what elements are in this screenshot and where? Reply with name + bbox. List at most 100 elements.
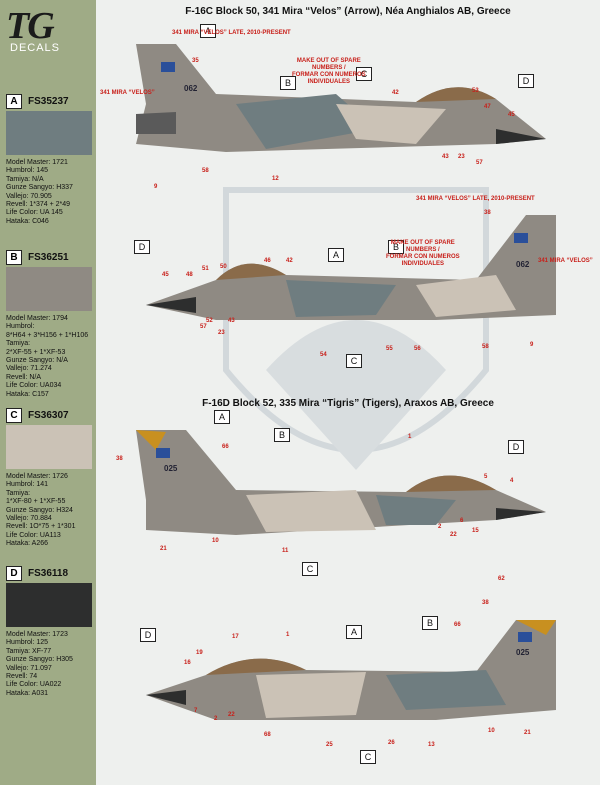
logo-decals-text: DECALS bbox=[10, 42, 61, 54]
stencil-number: 42 bbox=[286, 258, 293, 264]
info-line: Model Master: 1794 bbox=[6, 315, 68, 322]
note-line: FORMAR CON NUMEROS bbox=[292, 72, 366, 78]
stencil-number: 7 bbox=[194, 708, 198, 714]
info-line: Hataka: A031 bbox=[6, 689, 49, 697]
callout-b: B bbox=[274, 428, 290, 442]
callout-c: C bbox=[360, 750, 376, 764]
note-line: FORMAR CON NUMEROS bbox=[386, 254, 460, 260]
stencil-number: 48 bbox=[186, 272, 193, 278]
stencil-number: 57 bbox=[200, 324, 207, 330]
stencil-number: 1 bbox=[408, 434, 412, 440]
info-line: Gunze Sangyo: N/A bbox=[6, 357, 68, 365]
info-line: Revell: N/A bbox=[6, 373, 42, 381]
stencil-number: 6 bbox=[460, 518, 464, 524]
callout-a: A bbox=[200, 24, 216, 38]
stencil-number: 10 bbox=[212, 538, 219, 544]
stencil-number: 66 bbox=[222, 444, 229, 450]
stencil-number: 21 bbox=[160, 546, 167, 552]
info-line: Vallejo: 71.097 bbox=[6, 664, 52, 672]
info-line: Tamiya: bbox=[6, 340, 31, 348]
serial-number: 062 bbox=[184, 84, 198, 93]
stencil-number: 4 bbox=[510, 478, 514, 484]
swatch-b: B FS36251 Model Master: 1794 Humbrol: 8*H… bbox=[6, 249, 92, 399]
info-line: Hataka: C046 bbox=[6, 217, 49, 225]
stencil-number: 25 bbox=[326, 742, 333, 748]
info-line: 8*H64 + 3*H156 + 1*H106 bbox=[6, 331, 89, 339]
serial-number: 025 bbox=[516, 648, 530, 657]
f16c-right-profile bbox=[136, 44, 546, 152]
section1-title: F-16C Block 50, 341 Mira “Velos” (Arrow)… bbox=[185, 6, 511, 17]
callout-c: C bbox=[346, 354, 362, 368]
stencil-number: 45 bbox=[508, 112, 515, 118]
stencil-number: 22 bbox=[450, 532, 457, 538]
stencil-number: 17 bbox=[232, 634, 239, 640]
stencil-number: 68 bbox=[264, 732, 271, 738]
info-line: Tamiya: bbox=[6, 489, 31, 497]
stencil-number: 12 bbox=[272, 176, 279, 182]
section2-title: F-16D Block 52, 335 Mira “Tigris” (Tiger… bbox=[202, 398, 494, 409]
stencil-number: 38 bbox=[484, 210, 491, 216]
stencil-number: 16 bbox=[184, 660, 191, 666]
callout-a: A bbox=[328, 248, 344, 262]
stencil-number: 50 bbox=[220, 264, 227, 270]
swatch-letter: B bbox=[6, 249, 22, 265]
swatch-color bbox=[6, 111, 92, 155]
callout-a: A bbox=[346, 625, 362, 639]
note-spare: MAKE OUT OF SPARE NUMBERS / FORMAR CON N… bbox=[292, 58, 366, 86]
info-line: Model Master: 1721 bbox=[6, 159, 68, 166]
stencil-number: 9 bbox=[154, 184, 158, 190]
swatch-info: Model Master: 1721 Humbrol: 145 Tamiya: … bbox=[6, 159, 92, 226]
stencil-number: 10 bbox=[488, 728, 495, 734]
stencil-number: 42 bbox=[392, 90, 399, 96]
stencil-number: 19 bbox=[196, 650, 203, 656]
stencil-number: 58 bbox=[482, 344, 489, 350]
info-line: 1*XF-80 + 1*XF-55 bbox=[6, 498, 66, 506]
note-line: INDIVIDUALES bbox=[401, 261, 444, 267]
info-line: Hataka: A266 bbox=[6, 540, 49, 548]
info-line: Tamiya: XF-77 bbox=[6, 647, 52, 655]
stencil-number: 57 bbox=[476, 160, 483, 166]
swatch-code: FS35237 bbox=[28, 95, 69, 107]
stencil-number: 38 bbox=[482, 600, 489, 606]
info-line: Vallejo: 71.274 bbox=[6, 365, 52, 373]
stencil-number: 26 bbox=[388, 740, 395, 746]
info-line: Gunze Sangyo: H324 bbox=[6, 506, 73, 514]
info-line: Revell: 74 bbox=[6, 673, 38, 681]
info-line: Life Color: UA022 bbox=[6, 681, 62, 689]
info-line: Humbrol: 125 bbox=[6, 639, 49, 647]
info-line: Humbrol: 141 bbox=[6, 481, 49, 489]
info-line: Model Master: 1723 bbox=[6, 631, 68, 638]
info-line: Vallejo: 70.884 bbox=[6, 515, 52, 523]
info-line: Life Color: UA 145 bbox=[6, 209, 63, 217]
swatch-info: Model Master: 1723 Humbrol: 125 Tamiya: … bbox=[6, 631, 92, 698]
note-line: NUMBERS / bbox=[406, 247, 440, 253]
note-line: MAKE OUT OF SPARE bbox=[296, 58, 361, 64]
stencil-number: 2 bbox=[438, 524, 442, 530]
stencil-number: 52 bbox=[206, 318, 213, 324]
note-late: 341 MIRA “VELOS” LATE, 2010-PRESENT bbox=[416, 196, 535, 202]
info-line: Vallejo: 70.905 bbox=[6, 192, 52, 200]
info-line: Humbrol: bbox=[6, 323, 35, 331]
stencil-number: 58 bbox=[202, 168, 209, 174]
stencil-number: 54 bbox=[320, 352, 327, 358]
serial-number: 062 bbox=[516, 260, 530, 269]
stencil-number: 46 bbox=[264, 258, 271, 264]
callout-d: D bbox=[140, 628, 156, 642]
stencil-number: 11 bbox=[282, 548, 289, 554]
note-spare: MAKE OUT OF SPARE NUMBERS / FORMAR CON N… bbox=[386, 240, 460, 268]
serial-number: 025 bbox=[164, 464, 178, 473]
swatch-code: FS36251 bbox=[28, 251, 69, 263]
stencil-number: 56 bbox=[414, 346, 421, 352]
stencil-number: 55 bbox=[386, 346, 393, 352]
info-line: 2*XF-55 + 1*XF-53 bbox=[6, 348, 66, 356]
tg-decals-logo: TG DECALS bbox=[6, 5, 92, 56]
stencil-number: 66 bbox=[454, 622, 461, 628]
note-line: INDIVIDUALES bbox=[307, 79, 350, 85]
note-line: MAKE OUT OF SPARE bbox=[390, 240, 455, 246]
profile-area: F-16C Block 50, 341 Mira “Velos” (Arrow)… bbox=[96, 0, 600, 785]
info-line: Revell: 1*374 + 2*49 bbox=[6, 201, 71, 209]
callout-d: D bbox=[508, 440, 524, 454]
